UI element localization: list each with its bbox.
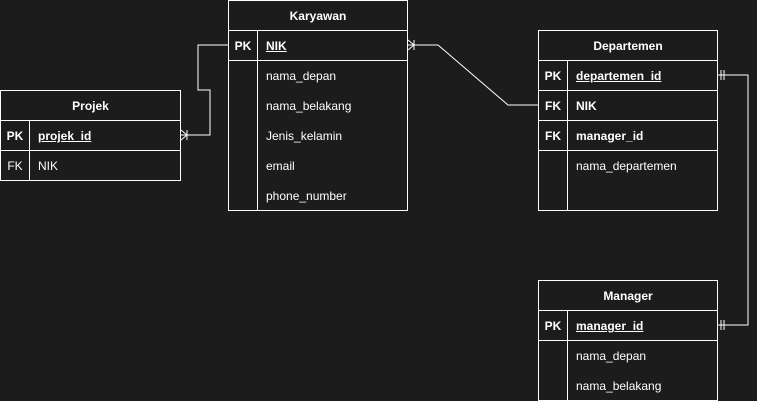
field-phone-number: phone_number [266,189,347,203]
entity-karyawan[interactable]: Karyawan PK NIK nama_depan nama_belakang… [228,0,408,211]
field-row[interactable]: nama_belakang [539,371,717,401]
field-email: email [266,159,295,173]
pk-row[interactable]: PK departemen_id [539,61,717,91]
fk-label: FK [1,151,30,181]
field-row[interactable]: nama_depan [539,341,717,371]
pk-row[interactable]: PK projek_id [1,121,180,151]
entity-title: Projek [1,91,180,121]
field-nama-depan: nama_depan [576,349,647,363]
field-row[interactable]: nama_belakang [229,91,407,121]
field-nama-departemen: nama_departemen [576,159,677,173]
edge-karyawan-crowfoot [407,39,415,46]
key-column [539,341,568,400]
entity-title: Departemen [539,31,717,61]
pk-label: PK [539,61,568,90]
pk-row[interactable]: PK NIK [229,31,407,61]
field-row[interactable]: Jenis_kelamin [229,121,407,151]
field-nama-belakang: nama_belakang [576,379,662,393]
field-jenis-kelamin: Jenis_kelamin [266,129,343,143]
fk-label: FK [539,91,568,120]
field-row[interactable]: phone_number [229,181,407,211]
field-nama-belakang: nama_belakang [266,99,352,113]
field-departemen-id: departemen_id [576,69,662,83]
fk-row[interactable]: FK manager_id [539,121,717,151]
fk-row[interactable]: FK NIK [539,91,717,121]
pk-label: PK [229,31,258,60]
fk-label: FK [539,121,568,150]
pk-row[interactable]: PK manager_id [539,311,717,341]
fk-row[interactable]: FK NIK [1,151,180,181]
entity-title: Karyawan [229,1,407,31]
entity-departemen[interactable]: Departemen PK departemen_id FK NIK FK ma… [538,30,718,211]
field-manager-id: manager_id [576,129,644,143]
entity-title: Manager [539,281,717,311]
field-manager-id: manager_id [576,319,644,333]
edge-projek-crowfoot [180,129,188,136]
field-row[interactable]: email [229,151,407,181]
field-row[interactable]: nama_depan [229,61,407,91]
entity-manager[interactable]: Manager PK manager_id nama_depan nama_be… [538,280,718,401]
field-projek-id: projek_id [38,129,92,143]
entity-projek[interactable]: Projek PK projek_id FK NIK [0,90,181,181]
key-column [539,151,568,210]
field-row[interactable]: nama_departemen [539,151,717,181]
edge-karyawan-departemen [408,44,538,106]
pk-label: PK [1,121,30,150]
edge-projek-karyawan [181,44,228,136]
field-nik: NIK [576,99,597,113]
edge-departemen-manager [718,74,749,326]
pk-label: PK [539,311,568,340]
field-nama-depan: nama_depan [266,69,337,83]
key-column [229,61,258,210]
field-nik: NIK [38,159,59,173]
field-nik: NIK [266,39,287,53]
